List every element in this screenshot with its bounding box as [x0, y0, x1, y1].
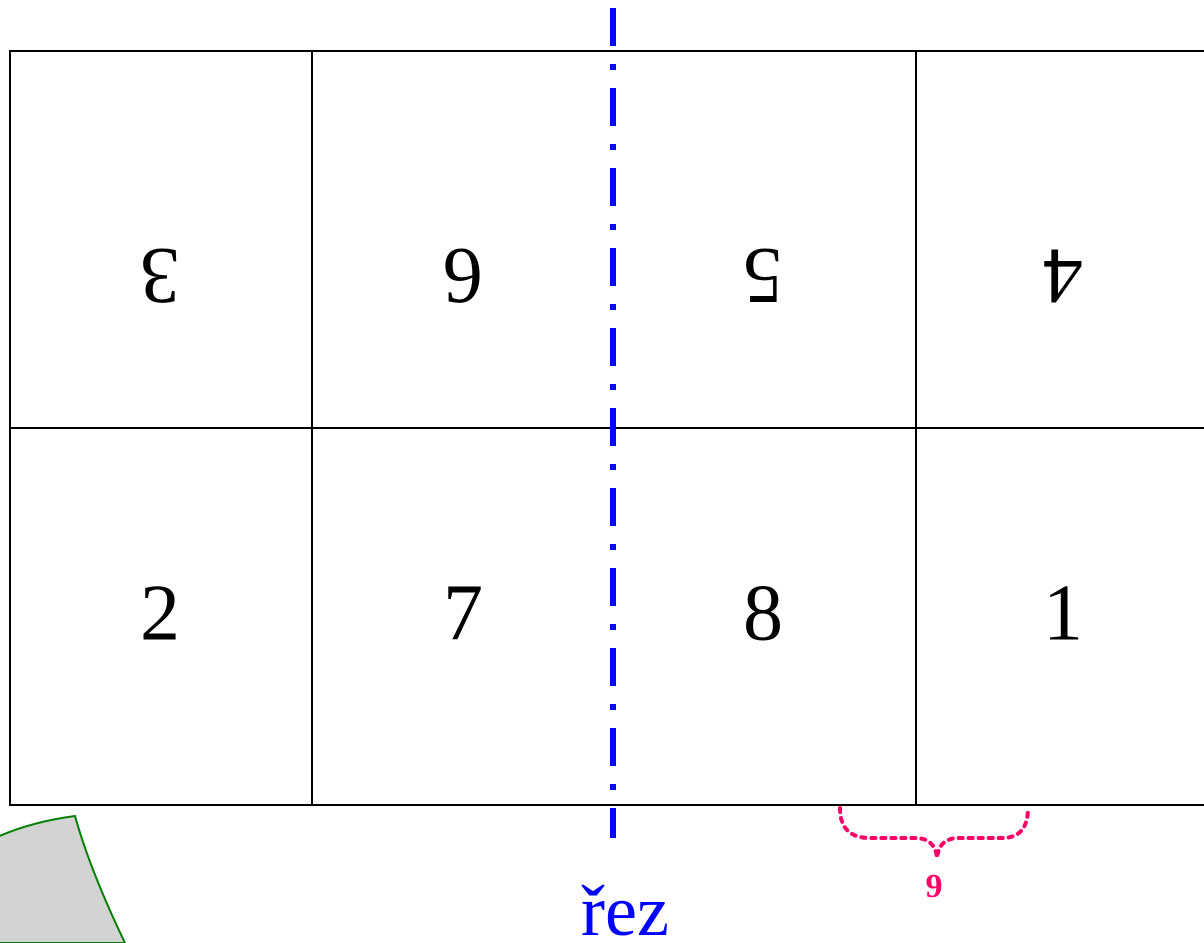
page-number-top-4: 4: [1043, 232, 1083, 320]
page-number-top-3: 5: [743, 232, 783, 320]
page-number-bottom-1: 2: [140, 569, 180, 657]
tab-shape: [0, 814, 127, 943]
page-number-top-1: 3: [140, 232, 180, 320]
page-number-bottom-2: 7: [443, 569, 483, 657]
brace-label: 9: [926, 868, 943, 905]
page-number-bottom-3: 8: [743, 569, 783, 657]
top-row: 3 6 5 4: [140, 232, 1083, 320]
cut-label: řez: [581, 871, 669, 943]
sheet-grid: [9, 50, 1204, 806]
page-number-bottom-4: 1: [1043, 569, 1083, 657]
dimension-brace: [838, 806, 1030, 859]
bottom-row: 2 7 8 1: [140, 569, 1083, 657]
page-number-top-2: 6: [443, 232, 483, 320]
